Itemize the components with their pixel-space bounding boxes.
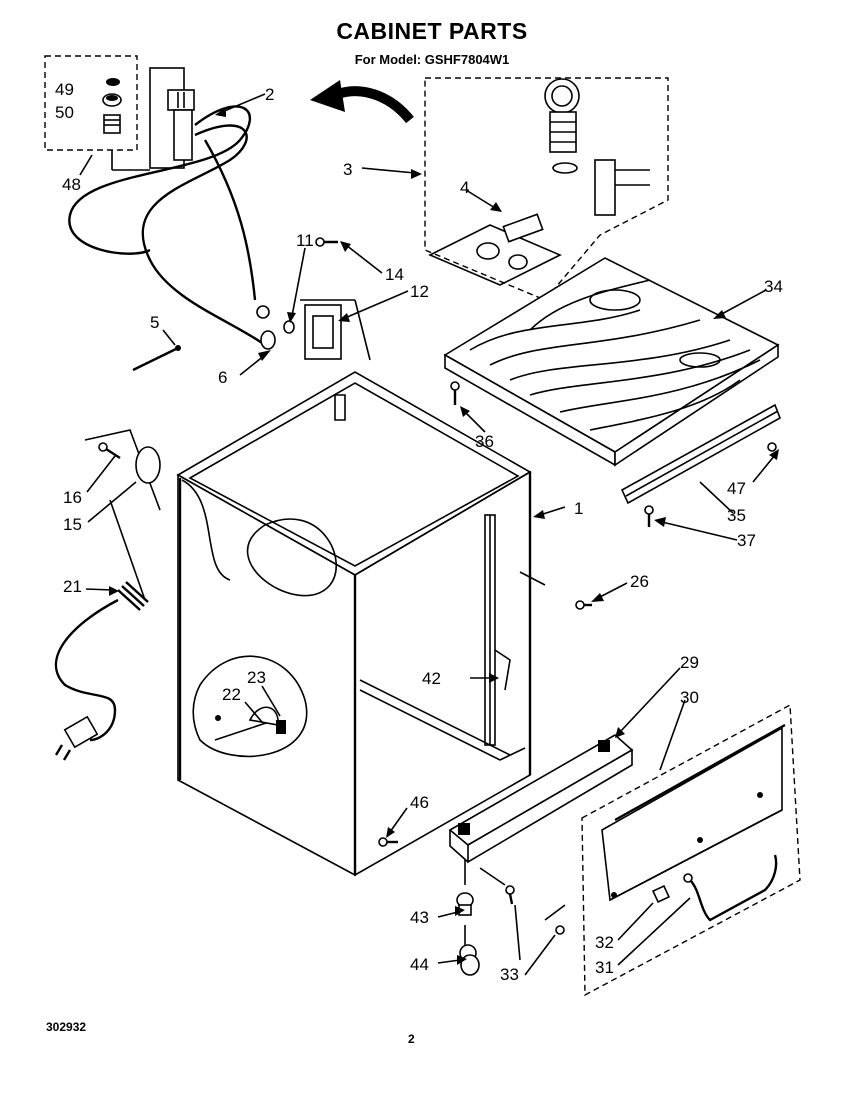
callout-35: 35 (727, 506, 746, 525)
page-number: 2 (408, 1032, 415, 1046)
cable-tie (132, 345, 181, 372)
callout-32: 32 (595, 933, 614, 952)
callout-50: 50 (55, 103, 74, 122)
callout-44: 44 (410, 955, 429, 974)
callout-22: 22 (222, 685, 241, 704)
callout-15: 15 (63, 515, 82, 534)
base-rail-casters (378, 734, 634, 976)
callout-11: 11 (296, 231, 314, 250)
callout-14: 14 (385, 265, 404, 284)
callout-29: 29 (680, 653, 699, 672)
callout-48: 48 (62, 175, 81, 194)
callout-43: 43 (410, 908, 429, 927)
callout-37: 37 (737, 531, 756, 550)
faucet-connector-hose (68, 67, 276, 350)
callout-33: 33 (500, 965, 519, 984)
callout-26: 26 (630, 572, 649, 591)
callout-2: 2 (265, 85, 274, 104)
leader-lines (79, 93, 779, 976)
callout-42: 42 (422, 669, 441, 688)
transformer-mount (283, 237, 371, 361)
diagram-number: 302932 (46, 1020, 87, 1034)
callout-34: 34 (764, 277, 783, 296)
callout-21: 21 (63, 577, 82, 596)
callout-3: 3 (343, 160, 352, 179)
callout-4: 4 (460, 178, 469, 197)
countertop-rail (620, 403, 781, 527)
power-cord-assembly (54, 429, 161, 761)
callout-46: 46 (410, 793, 429, 812)
callout-1: 1 (574, 499, 583, 518)
callout-49: 49 (55, 80, 74, 99)
callout-16: 16 (63, 488, 82, 507)
direction-arrow (310, 80, 414, 124)
callout-47: 47 (727, 479, 746, 498)
callout-5: 5 (150, 313, 159, 332)
model-subtitle: For Model: GSHF7804W1 (354, 52, 510, 67)
callout-6: 6 (218, 368, 227, 387)
callout-23: 23 (247, 668, 266, 687)
callout-12: 12 (410, 282, 429, 301)
access-panel (544, 703, 801, 997)
nozzle-assembly-box (424, 77, 669, 301)
callout-31: 31 (595, 958, 614, 977)
wood-countertop (443, 257, 780, 467)
page-title: CABINET PARTS (336, 18, 528, 44)
cabinet-frame (176, 371, 592, 877)
callout-30: 30 (680, 688, 699, 707)
callout-36: 36 (475, 432, 494, 451)
callout-labels: 1 2 3 4 5 6 11 12 14 15 16 21 22 23 26 2… (55, 80, 783, 984)
faucet-adapter-kit-box (44, 55, 150, 171)
